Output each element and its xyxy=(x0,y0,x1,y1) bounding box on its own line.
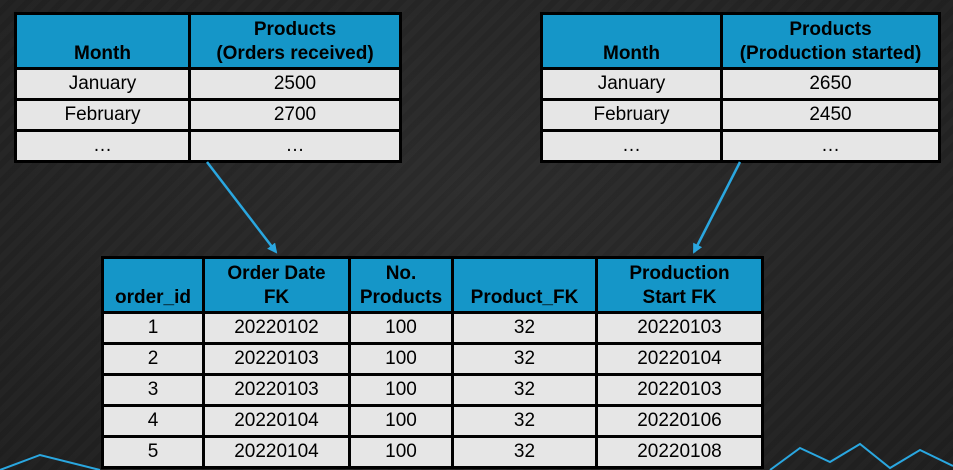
cell-product-fk: 32 xyxy=(451,373,598,407)
cell-products: 2450 xyxy=(720,98,941,132)
table-header-row: Month Products (Orders received) xyxy=(14,12,402,70)
table-row: … … xyxy=(14,129,402,163)
cell-order-date: 20220104 xyxy=(202,435,351,469)
cell-production-start: 20220103 xyxy=(595,373,764,407)
table-row: 3 20220103 100 32 20220103 xyxy=(101,373,764,407)
cell-no-products: 100 xyxy=(348,342,454,376)
cell-products: 2700 xyxy=(188,98,402,132)
cell-order-id: 4 xyxy=(101,404,205,438)
header-products-production: Products (Production started) xyxy=(720,12,941,70)
header-label: Products xyxy=(253,19,337,40)
arrow-production-to-start-date xyxy=(692,161,742,254)
cell-no-products: 100 xyxy=(348,373,454,407)
header-label: order_id xyxy=(114,287,192,308)
header-order-id: order_id xyxy=(101,256,205,314)
header-order-date-fk: Order Date FK xyxy=(202,256,351,314)
header-label: FK xyxy=(263,287,290,308)
cell-order-id: 2 xyxy=(101,342,205,376)
header-label: Product_FK xyxy=(470,287,579,308)
cell-order-date: 20220103 xyxy=(202,373,351,407)
cell-products: … xyxy=(720,129,941,163)
cell-month: February xyxy=(14,98,191,132)
cell-month: … xyxy=(540,129,723,163)
header-products-orders: Products (Orders received) xyxy=(188,12,402,70)
header-no-products: No. Products xyxy=(348,256,454,314)
table-row: 5 20220104 100 32 20220108 xyxy=(101,435,764,469)
header-production-start-fk: Production Start FK xyxy=(595,256,764,314)
table-row: January 2500 xyxy=(14,67,402,101)
header-label: (Production started) xyxy=(739,43,922,64)
cell-product-fk: 32 xyxy=(451,342,598,376)
header-label: Start FK xyxy=(642,287,717,308)
header-label: Production xyxy=(629,263,730,284)
table-row: 2 20220103 100 32 20220104 xyxy=(101,342,764,376)
table-row: February 2450 xyxy=(540,98,941,132)
cell-products: 2650 xyxy=(720,67,941,101)
cell-order-id: 3 xyxy=(101,373,205,407)
header-label: (Orders received) xyxy=(216,43,374,64)
cell-production-start: 20220104 xyxy=(595,342,764,376)
decor-line-right xyxy=(769,442,953,470)
cell-product-fk: 32 xyxy=(451,311,598,345)
header-label: Products xyxy=(359,287,443,308)
production-started-table: Month Products (Production started) Janu… xyxy=(540,12,941,163)
table-row: February 2700 xyxy=(14,98,402,132)
cell-order-date: 20220104 xyxy=(202,404,351,438)
arrow-orders-to-order-date xyxy=(206,161,278,254)
cell-month: February xyxy=(540,98,723,132)
header-label: Month xyxy=(603,43,660,64)
cell-product-fk: 32 xyxy=(451,404,598,438)
header-label: No. xyxy=(385,263,417,284)
orders-fact-table: order_id Order Date FK No. Products Prod… xyxy=(101,256,764,469)
cell-month: … xyxy=(14,129,191,163)
cell-order-date: 20220103 xyxy=(202,342,351,376)
cell-no-products: 100 xyxy=(348,311,454,345)
header-label: Month xyxy=(74,43,131,64)
table-row: 4 20220104 100 32 20220106 xyxy=(101,404,764,438)
header-label: Products xyxy=(789,19,872,40)
cell-production-start: 20220106 xyxy=(595,404,764,438)
cell-month: January xyxy=(14,67,191,101)
cell-no-products: 100 xyxy=(348,404,454,438)
cell-order-id: 1 xyxy=(101,311,205,345)
table-header-row: Month Products (Production started) xyxy=(540,12,941,70)
cell-products: … xyxy=(188,129,402,163)
orders-received-table: Month Products (Orders received) January… xyxy=(14,12,402,163)
header-label: Order Date xyxy=(227,263,326,284)
cell-month: January xyxy=(540,67,723,101)
cell-production-start: 20220108 xyxy=(595,435,764,469)
table-row: January 2650 xyxy=(540,67,941,101)
header-month: Month xyxy=(14,12,191,70)
table-row: … … xyxy=(540,129,941,163)
header-product-fk: Product_FK xyxy=(451,256,598,314)
cell-product-fk: 32 xyxy=(451,435,598,469)
table-row: 1 20220102 100 32 20220103 xyxy=(101,311,764,345)
table-header-row: order_id Order Date FK No. Products Prod… xyxy=(101,256,764,314)
cell-production-start: 20220103 xyxy=(595,311,764,345)
decor-line-left xyxy=(0,453,101,470)
cell-order-id: 5 xyxy=(101,435,205,469)
cell-no-products: 100 xyxy=(348,435,454,469)
cell-order-date: 20220102 xyxy=(202,311,351,345)
header-month: Month xyxy=(540,12,723,70)
cell-products: 2500 xyxy=(188,67,402,101)
